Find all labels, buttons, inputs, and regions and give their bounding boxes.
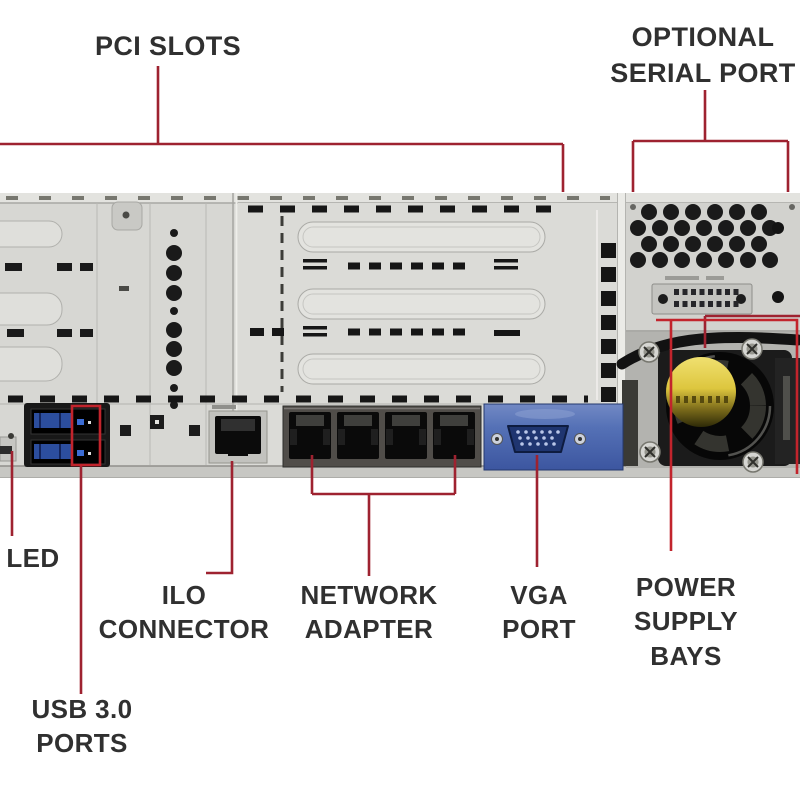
power-supply-bay xyxy=(616,330,800,473)
psu-fan xyxy=(666,352,774,460)
vent-squares-column xyxy=(601,243,616,402)
label-power-supply-bays: POWER SUPPLY BAYS xyxy=(633,572,739,671)
ilo-leader xyxy=(206,461,234,575)
rj45-port-4 xyxy=(433,412,475,459)
rj45-port-1 xyxy=(289,412,331,459)
vga-port xyxy=(483,403,624,471)
label-pci-slots: PCI SLOTS xyxy=(94,31,242,61)
connector-row xyxy=(0,403,624,471)
screw-hole xyxy=(772,222,784,234)
serial-port-leader xyxy=(631,90,790,192)
screw-hole xyxy=(772,291,784,303)
network-ports xyxy=(282,405,482,468)
label-network-adapter: NETWORK ADAPTER xyxy=(300,580,438,645)
leader-lines xyxy=(0,66,800,694)
rj45-port-2 xyxy=(337,412,379,459)
psu-handle xyxy=(616,331,800,370)
pci-slots-center-section xyxy=(8,205,616,403)
led-indicator xyxy=(0,433,17,462)
label-optional-serial-port: OPTIONAL SERIAL PORT xyxy=(610,22,796,88)
serial-port-section xyxy=(630,204,795,315)
psu-right-bay-leader xyxy=(703,314,800,348)
label-ilo-connector: ILO CONNECTOR xyxy=(98,580,270,645)
usb-ports xyxy=(24,403,110,467)
rj45-port-3 xyxy=(385,412,427,459)
vent-holes-column xyxy=(166,229,182,409)
label-usb-ports: USB 3.0 PORTS xyxy=(31,694,133,759)
usb-led-highlight-box xyxy=(70,404,102,467)
pci-slots-leader xyxy=(0,66,565,192)
ilo-port xyxy=(208,410,268,464)
psu-highlight-box xyxy=(656,318,799,474)
fan-center-cap xyxy=(666,357,736,427)
psu-screws xyxy=(638,338,764,473)
label-vga-port: VGA PORT xyxy=(502,580,576,645)
vent-holes-honeycomb xyxy=(630,204,778,268)
serial-port-connector xyxy=(651,283,753,315)
pci-slot-blanks xyxy=(297,221,546,385)
label-led: LED xyxy=(6,543,60,573)
pci-slots-left-section xyxy=(0,201,182,409)
network-leader xyxy=(310,455,457,576)
